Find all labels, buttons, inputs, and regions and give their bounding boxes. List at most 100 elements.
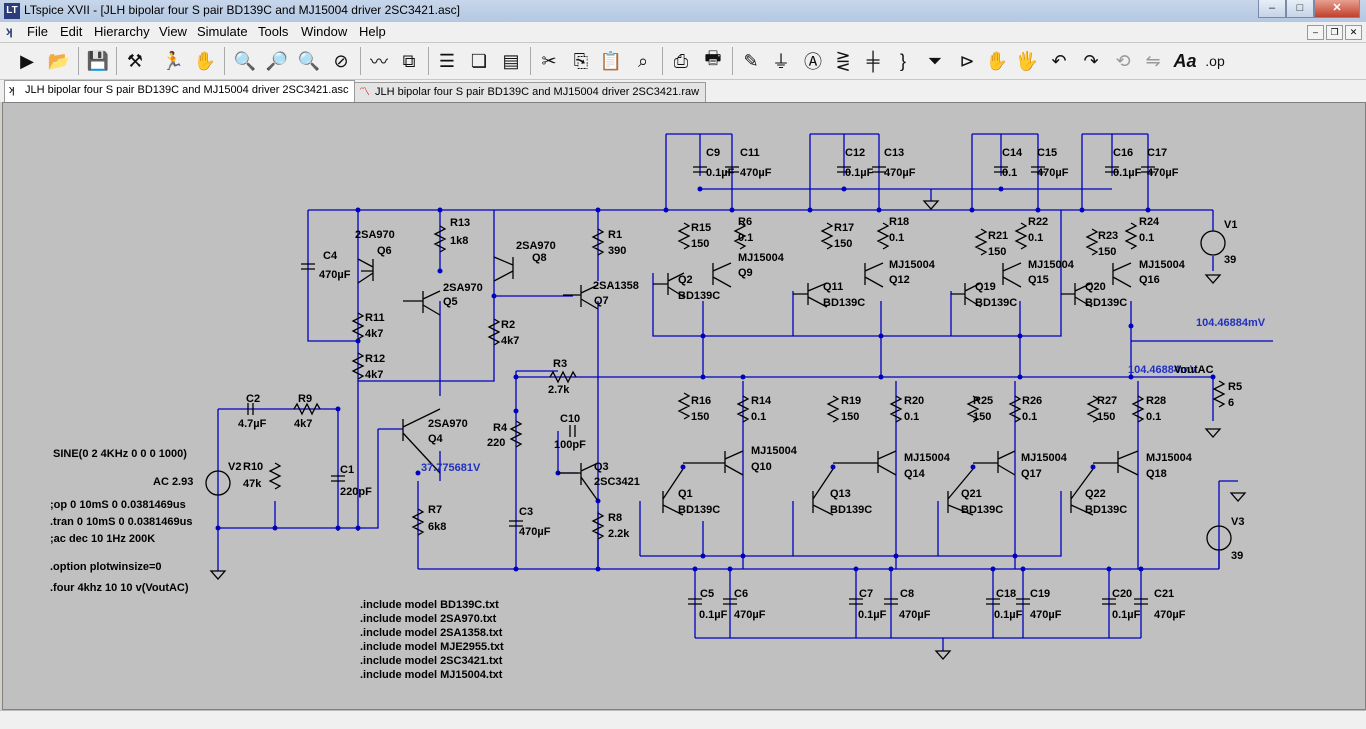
label-c12[interactable]: C12 bbox=[845, 147, 865, 159]
label-c6-value[interactable]: 470µF bbox=[734, 609, 766, 621]
label-r6[interactable]: R6 bbox=[738, 216, 752, 228]
label-c16[interactable]: C16 bbox=[1113, 147, 1133, 159]
label-c17[interactable]: C17 bbox=[1147, 147, 1167, 159]
label-c3-value[interactable]: 470µF bbox=[519, 526, 551, 538]
label-c9-value[interactable]: 0.1µF bbox=[706, 167, 735, 179]
net-label-voutac[interactable]: VoutAC bbox=[1174, 364, 1214, 376]
redo-icon[interactable]: ↷ bbox=[1083, 50, 1099, 71]
mirror-icon[interactable]: ⇋ bbox=[1145, 50, 1161, 71]
label-c4[interactable]: C4 bbox=[323, 250, 338, 262]
label-q8-model[interactable]: 2SA970 bbox=[516, 240, 556, 252]
save-icon[interactable]: 💾 bbox=[86, 50, 110, 71]
label-q5-model[interactable]: 2SA970 bbox=[443, 282, 483, 294]
label-r26-value[interactable]: 0.1 bbox=[1022, 411, 1037, 423]
label-r13-value[interactable]: 1k8 bbox=[450, 235, 468, 247]
label-c7-value[interactable]: 0.1µF bbox=[858, 609, 887, 621]
label-v1-value[interactable]: 39 bbox=[1224, 254, 1236, 266]
label-r16-value[interactable]: 150 bbox=[691, 411, 709, 423]
label-r23[interactable]: R23 bbox=[1098, 230, 1118, 242]
zoom-in-icon[interactable]: 🔍 bbox=[233, 50, 257, 71]
label-c19[interactable]: C19 bbox=[1030, 588, 1050, 600]
label-q5[interactable]: Q5 bbox=[443, 296, 458, 308]
label-q1-model[interactable]: BD139C bbox=[678, 504, 720, 516]
print-icon[interactable]: 🖶 bbox=[704, 48, 722, 68]
label-r10[interactable]: R10 bbox=[243, 461, 263, 473]
label-q17[interactable]: Q17 bbox=[1021, 468, 1042, 480]
zoom-out-icon[interactable]: 🔍 bbox=[297, 50, 321, 71]
mdi-restore-button[interactable]: ❐ bbox=[1326, 25, 1343, 40]
label-q16[interactable]: Q16 bbox=[1139, 274, 1160, 286]
label-c13[interactable]: C13 bbox=[884, 147, 904, 159]
run-icon[interactable]: ▶ bbox=[20, 50, 34, 71]
label-q18[interactable]: Q18 bbox=[1146, 468, 1167, 480]
label-c20[interactable]: C20 bbox=[1112, 588, 1132, 600]
label-r12-value[interactable]: 4k7 bbox=[365, 369, 383, 381]
copy-icon[interactable]: ⎘ bbox=[573, 50, 589, 71]
pan-icon[interactable]: ✋ bbox=[193, 50, 217, 71]
label-r24-value[interactable]: 0.1 bbox=[1139, 232, 1154, 244]
label-q14-model[interactable]: MJ15004 bbox=[904, 452, 951, 464]
label-c5-value[interactable]: 0.1µF bbox=[699, 609, 728, 621]
directive-include[interactable]: .include model 2SA970.txt bbox=[360, 613, 497, 625]
label-q4-model[interactable]: 2SA970 bbox=[428, 418, 468, 430]
label-q12-model[interactable]: MJ15004 bbox=[889, 259, 936, 271]
draw-wire-icon[interactable]: ✎ bbox=[743, 50, 759, 71]
label-r3[interactable]: R3 bbox=[553, 358, 567, 370]
diode-icon[interactable]: ⏷ bbox=[927, 50, 943, 71]
label-r22-value[interactable]: 0.1 bbox=[1028, 232, 1043, 244]
label-r9-value[interactable]: 4k7 bbox=[294, 418, 312, 430]
label-c21-value[interactable]: 470µF bbox=[1154, 609, 1186, 621]
label-c13-value[interactable]: 470µF bbox=[884, 167, 916, 179]
directive-include[interactable]: .include model MJE2955.txt bbox=[360, 641, 504, 653]
label-r6-value[interactable]: 0.1 bbox=[738, 232, 753, 244]
label-c10-value[interactable]: 100pF bbox=[554, 439, 586, 451]
label-q4[interactable]: Q4 bbox=[428, 433, 444, 445]
label-q9[interactable]: Q9 bbox=[738, 267, 753, 279]
mdi-close-button[interactable]: ✕ bbox=[1345, 25, 1362, 40]
label-r28-value[interactable]: 0.1 bbox=[1146, 411, 1161, 423]
directive-include[interactable]: .include model 2SA1358.txt bbox=[360, 627, 503, 639]
label-q8[interactable]: Q8 bbox=[532, 252, 547, 264]
label-q10-model[interactable]: MJ15004 bbox=[751, 445, 798, 457]
label-r27-value[interactable]: 150 bbox=[1097, 411, 1115, 423]
label-r7[interactable]: R7 bbox=[428, 504, 442, 516]
undo-icon[interactable]: ↶ bbox=[1051, 50, 1067, 71]
cascade-icon[interactable]: ❏ bbox=[470, 50, 488, 71]
spice-directive-icon[interactable]: .op bbox=[1205, 53, 1225, 69]
label-r17-value[interactable]: 150 bbox=[834, 238, 852, 250]
label-q16-model[interactable]: MJ15004 bbox=[1139, 259, 1186, 271]
label-net-icon[interactable]: Ⓐ bbox=[804, 52, 822, 72]
label-r14[interactable]: R14 bbox=[751, 395, 772, 407]
label-c12-value[interactable]: 0.1µF bbox=[845, 167, 874, 179]
label-c11-value[interactable]: 470µF bbox=[740, 167, 772, 179]
inductor-icon[interactable]: } bbox=[899, 50, 906, 71]
menu-simulate[interactable]: Simulate bbox=[197, 24, 248, 39]
label-r4-value[interactable]: 220 bbox=[487, 437, 505, 449]
label-r8[interactable]: R8 bbox=[608, 512, 622, 524]
directive-include[interactable]: .include model 2SC3421.txt bbox=[360, 655, 503, 667]
label-r3-value[interactable]: 2.7k bbox=[548, 384, 570, 396]
label-q22[interactable]: Q22 bbox=[1085, 488, 1106, 500]
label-r18[interactable]: R18 bbox=[889, 216, 909, 228]
cut-icon[interactable]: ✂ bbox=[541, 50, 557, 71]
label-r20[interactable]: R20 bbox=[904, 395, 924, 407]
label-r23-value[interactable]: 150 bbox=[1098, 246, 1116, 258]
label-r17[interactable]: R17 bbox=[834, 222, 854, 234]
directive-op[interactable]: ;op 0 10mS 0 0.0381469us bbox=[50, 499, 186, 511]
label-r13[interactable]: R13 bbox=[450, 217, 470, 229]
maximize-button[interactable]: □ bbox=[1286, 0, 1314, 18]
label-q2-model[interactable]: BD139C bbox=[678, 290, 720, 302]
label-c2-value[interactable]: 4.7µF bbox=[238, 418, 267, 430]
directive-tran[interactable]: .tran 0 10mS 0 0.0381469us bbox=[50, 516, 192, 528]
print-setup-icon[interactable]: ⎙ bbox=[673, 50, 689, 71]
label-q19[interactable]: Q19 bbox=[975, 281, 996, 293]
label-c11[interactable]: C11 bbox=[740, 147, 760, 159]
minimize-button[interactable]: – bbox=[1258, 0, 1286, 18]
capacitor-icon[interactable]: ╪ bbox=[866, 50, 880, 71]
label-q22-model[interactable]: BD139C bbox=[1085, 504, 1127, 516]
directive-include[interactable]: .include model BD139C.txt bbox=[360, 599, 499, 611]
close-button[interactable]: ✕ bbox=[1314, 0, 1360, 18]
label-r20-value[interactable]: 0.1 bbox=[904, 411, 919, 423]
label-r9[interactable]: R9 bbox=[298, 393, 312, 405]
label-c8-value[interactable]: 470µF bbox=[899, 609, 931, 621]
